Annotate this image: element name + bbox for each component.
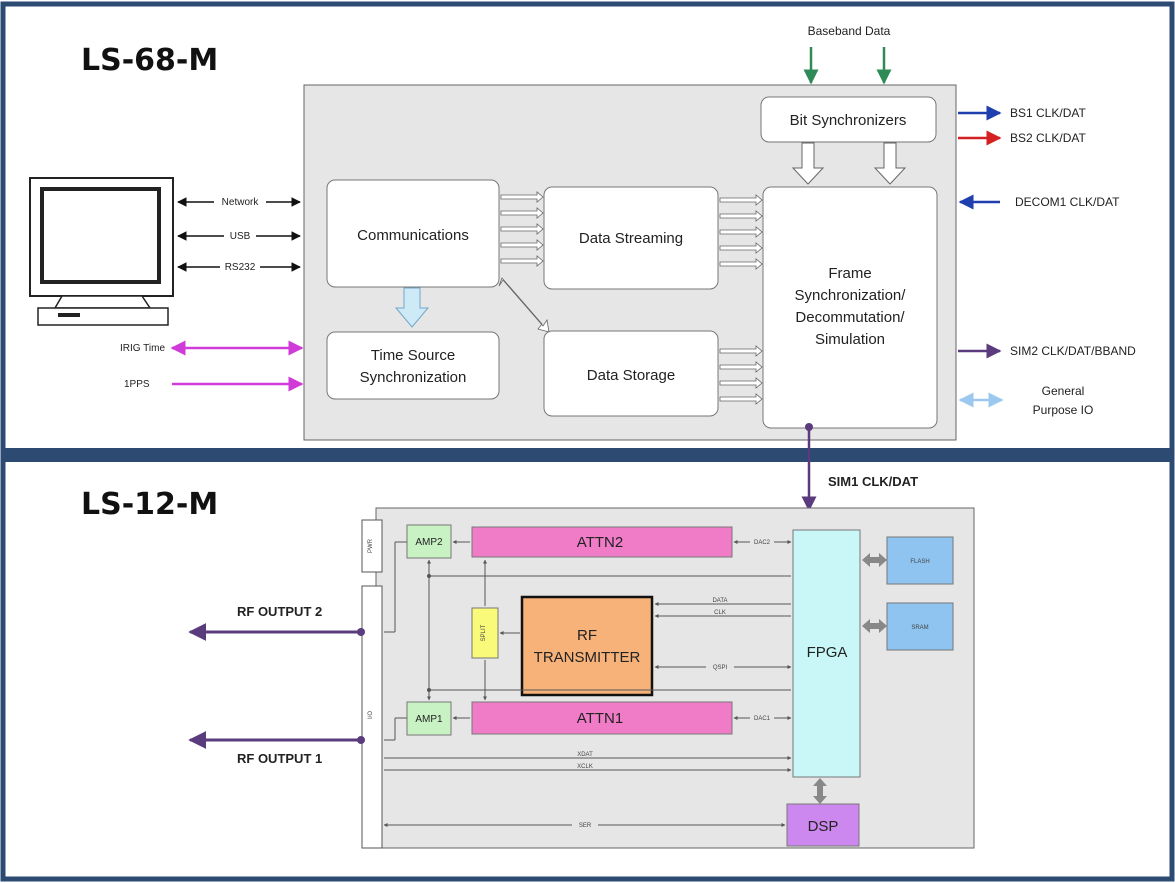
frame-sync-label-2: Synchronization/ (795, 287, 907, 304)
frame-sync-label-3: Decommutation/ (795, 309, 905, 326)
sram-label: SRAM (911, 625, 928, 631)
gpio-label-1: General (1042, 384, 1085, 398)
sim1-label: SIM1 CLK/DAT (828, 474, 918, 489)
dac1-label: DAC1 (754, 716, 771, 722)
comm-to-storage-arrow (498, 277, 550, 333)
xdat-label: XDAT (577, 752, 593, 758)
frame-sync-label-4: Simulation (815, 331, 885, 348)
attn2-block (471, 526, 733, 558)
streaming-to-frame-bus (719, 194, 763, 270)
data-storage-block (543, 330, 719, 417)
rf-transmitter-label-2: TRANSMITTER (534, 649, 641, 666)
usb-label: USB (230, 231, 251, 242)
io-connector (361, 585, 383, 849)
usb-label-bg (224, 228, 256, 242)
splitter-label: SPLIT (481, 624, 487, 641)
sram-block (886, 602, 954, 651)
data-label: DATA (712, 598, 727, 604)
bs1-label: BS1 CLK/DAT (1010, 106, 1086, 120)
bitsync-to-frame-arrows (791, 142, 907, 185)
bs2-label: BS2 CLK/DAT (1010, 131, 1086, 145)
attn2-label: ATTN2 (577, 534, 623, 551)
dac2-label-bg (750, 538, 774, 546)
irig-label: IRIG Time (120, 343, 165, 354)
qspi-label: QSPI (713, 665, 728, 671)
frame-sync-block (762, 186, 938, 429)
fpga-block (792, 529, 861, 778)
storage-to-frame-bus (719, 345, 763, 405)
time-source-block (326, 331, 500, 400)
decom1-label: DECOM1 CLK/DAT (1015, 195, 1120, 209)
flash-label: FLASH (910, 559, 929, 565)
network-label: Network (222, 197, 260, 208)
baseband-label: Baseband Data (808, 24, 891, 38)
ls12-panel (375, 507, 975, 849)
flash-block (886, 536, 954, 585)
clk-label: CLK (714, 610, 726, 616)
computer-icon (29, 177, 174, 326)
fpga-label: FPGA (807, 644, 848, 661)
fpga-dsp-link (813, 778, 827, 804)
communications-label: Communications (357, 227, 469, 244)
rf-transmitter-block (520, 595, 654, 697)
comm-to-timesource-arrow (394, 287, 430, 328)
attn1-label: ATTN1 (577, 710, 623, 727)
communications-block (326, 179, 500, 288)
dsp-label: DSP (808, 818, 839, 835)
rf-transmitter-label-1: RF (577, 627, 597, 644)
fpga-flash-link (862, 553, 887, 567)
ls68-title: LS-68-M (81, 43, 218, 78)
comm-to-streaming-bus (500, 191, 544, 267)
time-source-label-2: Synchronization (360, 369, 467, 386)
rf-output-1-label: RF OUTPUT 1 (237, 751, 322, 766)
dac2-label: DAC2 (754, 540, 771, 546)
gpio-label-2: Purpose IO (1033, 403, 1094, 417)
rf-output-2-label: RF OUTPUT 2 (237, 604, 322, 619)
splitter-block (471, 607, 499, 659)
section-divider (3, 448, 1172, 462)
ls12-title: LS-12-M (81, 487, 218, 522)
dsp-block (786, 803, 860, 847)
io-label: I/O (368, 711, 374, 719)
attn1-block (471, 701, 733, 735)
rs232-label-bg (220, 259, 260, 273)
data-streaming-block (543, 186, 719, 290)
dac1-label-bg (750, 714, 774, 722)
pps-label: 1PPS (124, 379, 150, 390)
data-streaming-label: Data Streaming (579, 230, 683, 247)
rs232-label: RS232 (225, 262, 256, 273)
sim2-label: SIM2 CLK/DAT/BBAND (1010, 344, 1136, 358)
bit-synchronizers-block (760, 96, 937, 143)
frame-sync-label-1: Frame (828, 265, 871, 282)
xclk-label: XCLK (577, 764, 593, 770)
fpga-sram-link (862, 619, 887, 633)
bit-synchronizers-label: Bit Synchronizers (790, 112, 907, 129)
data-storage-label: Data Storage (587, 367, 675, 384)
pwr-label: PWR (368, 538, 374, 553)
ser-label-bg (572, 821, 598, 829)
amp2-block (406, 524, 452, 559)
amp2-label: AMP2 (415, 537, 443, 548)
time-source-label-1: Time Source (371, 347, 455, 364)
pwr-connector (361, 519, 383, 573)
ser-label: SER (579, 823, 592, 829)
amp1-label: AMP1 (415, 714, 443, 725)
network-label-bg (214, 194, 266, 208)
qspi-label-bg (706, 663, 734, 671)
